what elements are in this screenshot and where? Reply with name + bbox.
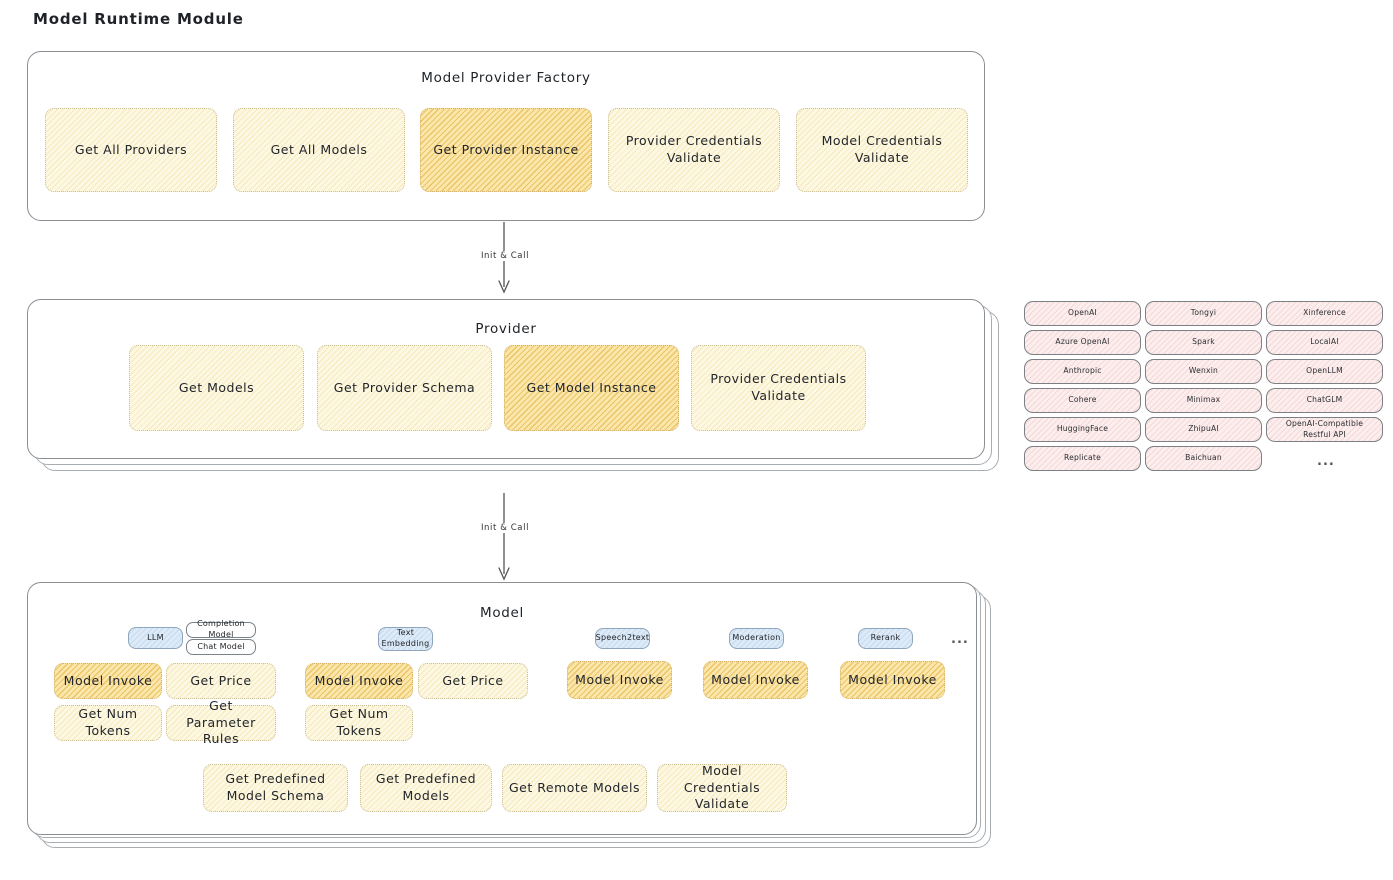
provider-list-ellipsis: ...: [1317, 454, 1335, 469]
speech2text-method-model-invoke[interactable]: Model Invoke: [567, 661, 672, 699]
llm-method-get-num-tokens[interactable]: Get Num Tokens: [54, 705, 162, 741]
provider-chip-zhipuai[interactable]: ZhipuAI: [1145, 417, 1262, 442]
provider-chip-huggingface[interactable]: HuggingFace: [1024, 417, 1141, 442]
factory-item-model-credentials-validate[interactable]: Model Credentials Validate: [796, 108, 968, 192]
llm-method-model-invoke[interactable]: Model Invoke: [54, 663, 162, 699]
provider-chip-minimax[interactable]: Minimax: [1145, 388, 1262, 413]
provider-chip-chatglm[interactable]: ChatGLM: [1266, 388, 1383, 413]
model-type-badge-text-embedding[interactable]: Text Embedding: [378, 627, 433, 651]
model-provider-factory-title: Model Provider Factory: [421, 70, 591, 86]
provider-chip-localai[interactable]: LocalAI: [1266, 330, 1383, 355]
provider-chip-azure-openai[interactable]: Azure OpenAI: [1024, 330, 1141, 355]
provider-chip-openai-compatible-restful-api[interactable]: OpenAI-Compatible Restful API: [1266, 417, 1383, 442]
model-types-ellipsis: ...: [951, 632, 969, 647]
rerank-method-model-invoke[interactable]: Model Invoke: [840, 661, 945, 699]
provider-chip-replicate[interactable]: Replicate: [1024, 446, 1141, 471]
provider-chip-xinference[interactable]: Xinference: [1266, 301, 1383, 326]
arrow-factory-to-provider: Init & Call: [467, 221, 543, 297]
factory-item-provider-credentials-validate[interactable]: Provider Credentials Validate: [608, 108, 780, 192]
model-type-badge-moderation[interactable]: Moderation: [729, 628, 784, 649]
arrow-provider-to-model-label: Init & Call: [467, 523, 543, 533]
arrow-factory-to-provider-label: Init & Call: [467, 251, 543, 261]
provider-chip-anthropic[interactable]: Anthropic: [1024, 359, 1141, 384]
model-type-badge-speech2text[interactable]: Speech2text: [595, 628, 650, 649]
provider-item-get-provider-schema[interactable]: Get Provider Schema: [317, 345, 492, 431]
arrow-down-icon: [498, 493, 510, 581]
text-embedding-method-get-price[interactable]: Get Price: [418, 663, 528, 699]
text-embedding-method-get-num-tokens[interactable]: Get Num Tokens: [305, 705, 413, 741]
provider-chip-tongyi[interactable]: Tongyi: [1145, 301, 1262, 326]
llm-method-get-parameter-rules[interactable]: Get Parameter Rules: [166, 698, 276, 746]
provider-item-get-models[interactable]: Get Models: [129, 345, 304, 431]
model-common-get-predefined-model-schema[interactable]: Get Predefined Model Schema: [203, 764, 348, 812]
model-common-get-remote-models[interactable]: Get Remote Models: [502, 764, 647, 812]
provider-item-get-model-instance[interactable]: Get Model Instance: [504, 345, 679, 431]
provider-chip-baichuan[interactable]: Baichuan: [1145, 446, 1262, 471]
provider-chip-wenxin[interactable]: Wenxin: [1145, 359, 1262, 384]
model-common-model-credentials-validate[interactable]: Model Credentials Validate: [657, 763, 787, 812]
provider-item-provider-credentials-validate[interactable]: Provider Credentials Validate: [691, 345, 866, 431]
model-common-get-predefined-models[interactable]: Get Predefined Models: [360, 764, 492, 812]
provider-chip-openllm[interactable]: OpenLLM: [1266, 359, 1383, 384]
arrow-provider-to-model: Init & Call: [467, 492, 543, 584]
page-title: Model Runtime Module: [33, 10, 244, 28]
provider-title: Provider: [475, 321, 537, 337]
provider-chip-spark[interactable]: Spark: [1145, 330, 1262, 355]
factory-item-get-all-models[interactable]: Get All Models: [233, 108, 405, 192]
factory-item-get-all-providers[interactable]: Get All Providers: [45, 108, 217, 192]
provider-chip-openai[interactable]: OpenAI: [1024, 301, 1141, 326]
model-title: Model: [479, 605, 525, 621]
llm-method-get-price[interactable]: Get Price: [166, 663, 276, 699]
provider-chip-cohere[interactable]: Cohere: [1024, 388, 1141, 413]
factory-item-get-provider-instance[interactable]: Get Provider Instance: [420, 108, 592, 192]
model-type-badge-rerank[interactable]: Rerank: [858, 628, 913, 649]
model-subtype-badge-completion-model[interactable]: Completion Model: [186, 619, 256, 639]
moderation-method-model-invoke[interactable]: Model Invoke: [703, 661, 808, 699]
model-type-badge-llm[interactable]: LLM: [128, 627, 183, 649]
text-embedding-method-model-invoke[interactable]: Model Invoke: [305, 663, 413, 699]
model-subtype-badge-chat-model[interactable]: Chat Model: [186, 639, 256, 655]
